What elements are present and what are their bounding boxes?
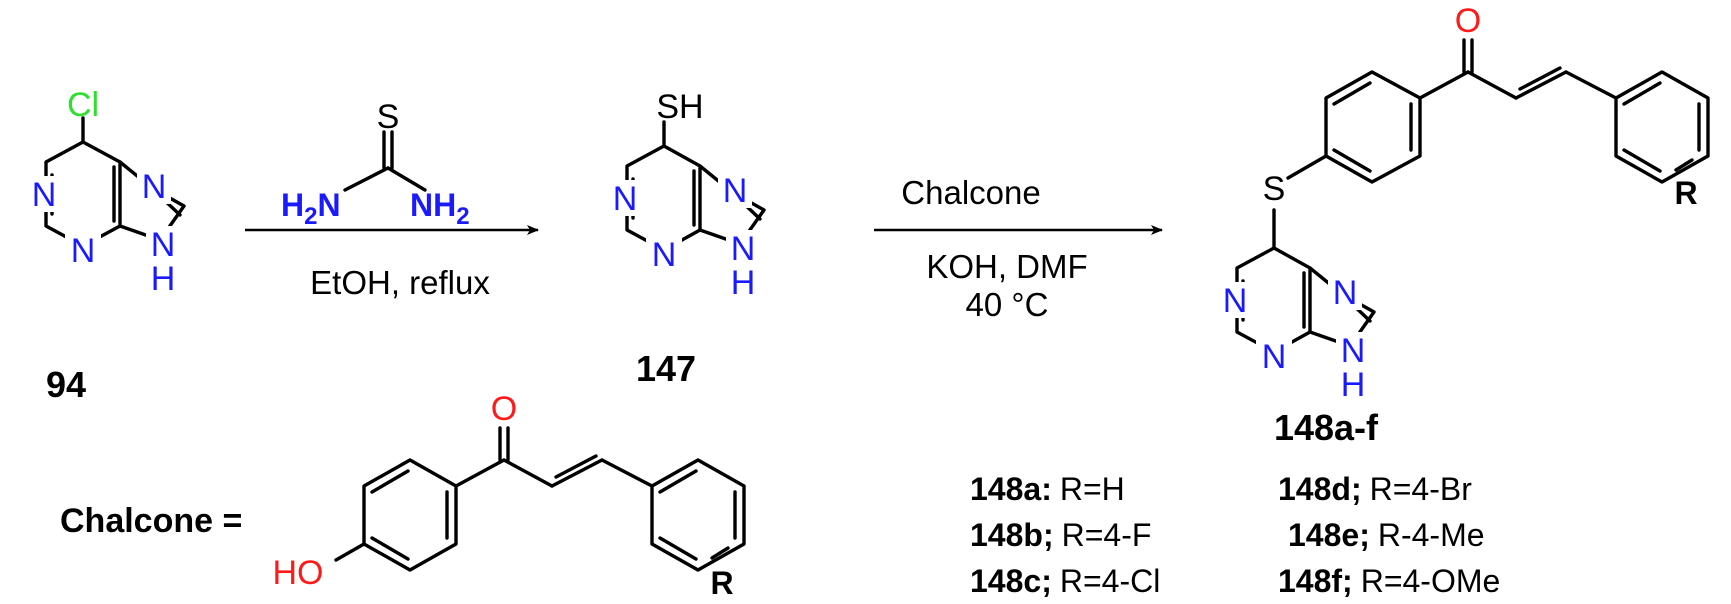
chalcone-definition-label: Chalcone = — [60, 502, 242, 540]
oxygen-atom-label: O — [1455, 2, 1481, 40]
nitrogen-atom-label: N — [652, 236, 677, 274]
nitrogen-atom-label: N — [1262, 338, 1287, 376]
r-group-label: R — [710, 565, 733, 601]
substituent-entry: 148e;R-4-Me — [1288, 517, 1485, 553]
substituent-entry: 148d;R=4-Br — [1278, 471, 1472, 507]
r-group-label: R — [1674, 175, 1697, 211]
compound-148-structure — [1235, 38, 1710, 354]
hydrogen-atom-label: H — [1341, 366, 1366, 404]
compound-label-148a-f: 148a-f — [1274, 407, 1379, 448]
hydroxyl-group-label: HO — [273, 554, 324, 592]
substituent-entry: 148c;R=4-Cl — [970, 563, 1160, 599]
chalcone-structure — [334, 426, 746, 572]
step2-reagent: Chalcone — [901, 174, 1040, 211]
step1-conditions: EtOH, reflux — [310, 264, 490, 301]
substituent-entry: 148f;R=4-OMe — [1278, 563, 1500, 599]
sulfur-atom-label: S — [377, 98, 400, 136]
nitrogen-atom-label: N — [613, 180, 638, 218]
substituent-entry: 148b;R=4-F — [970, 517, 1151, 553]
thiourea-right-amine: NH2 — [410, 187, 470, 230]
nitrogen-atom-label: N — [151, 226, 176, 264]
nitrogen-atom-label: N — [32, 176, 57, 214]
compound-label-94: 94 — [46, 364, 86, 405]
sulfur-atom-label: S — [1263, 170, 1286, 208]
substituent-entry: 148a:R=H — [970, 471, 1125, 507]
chlorine-atom-label: Cl — [67, 86, 99, 124]
nitrogen-atom-label: N — [1341, 332, 1366, 370]
hydrogen-atom-label: H — [151, 260, 176, 298]
hydrogen-atom-label: H — [731, 264, 756, 302]
nitrogen-atom-label: N — [731, 230, 756, 268]
thiol-group-label: SH — [656, 88, 703, 126]
step2-conditions-line2: 40 °C — [966, 286, 1049, 323]
nitrogen-atom-label: N — [1223, 282, 1248, 320]
thiourea-structure — [343, 130, 427, 192]
oxygen-atom-label: O — [491, 390, 517, 428]
nitrogen-atom-label: N — [71, 232, 96, 270]
step2-conditions-line1: KOH, DMF — [926, 248, 1087, 285]
substituent-list: 148a:R=H 148b;R=4-F 148c;R=4-Cl 148d;R=4… — [970, 471, 1500, 599]
nitrogen-atom-label: N — [1333, 274, 1358, 312]
nitrogen-atom-label: N — [142, 168, 167, 206]
compound-label-147: 147 — [636, 348, 696, 389]
thiourea-left-amine: H2N — [281, 187, 341, 230]
nitrogen-atom-label: N — [723, 172, 748, 210]
